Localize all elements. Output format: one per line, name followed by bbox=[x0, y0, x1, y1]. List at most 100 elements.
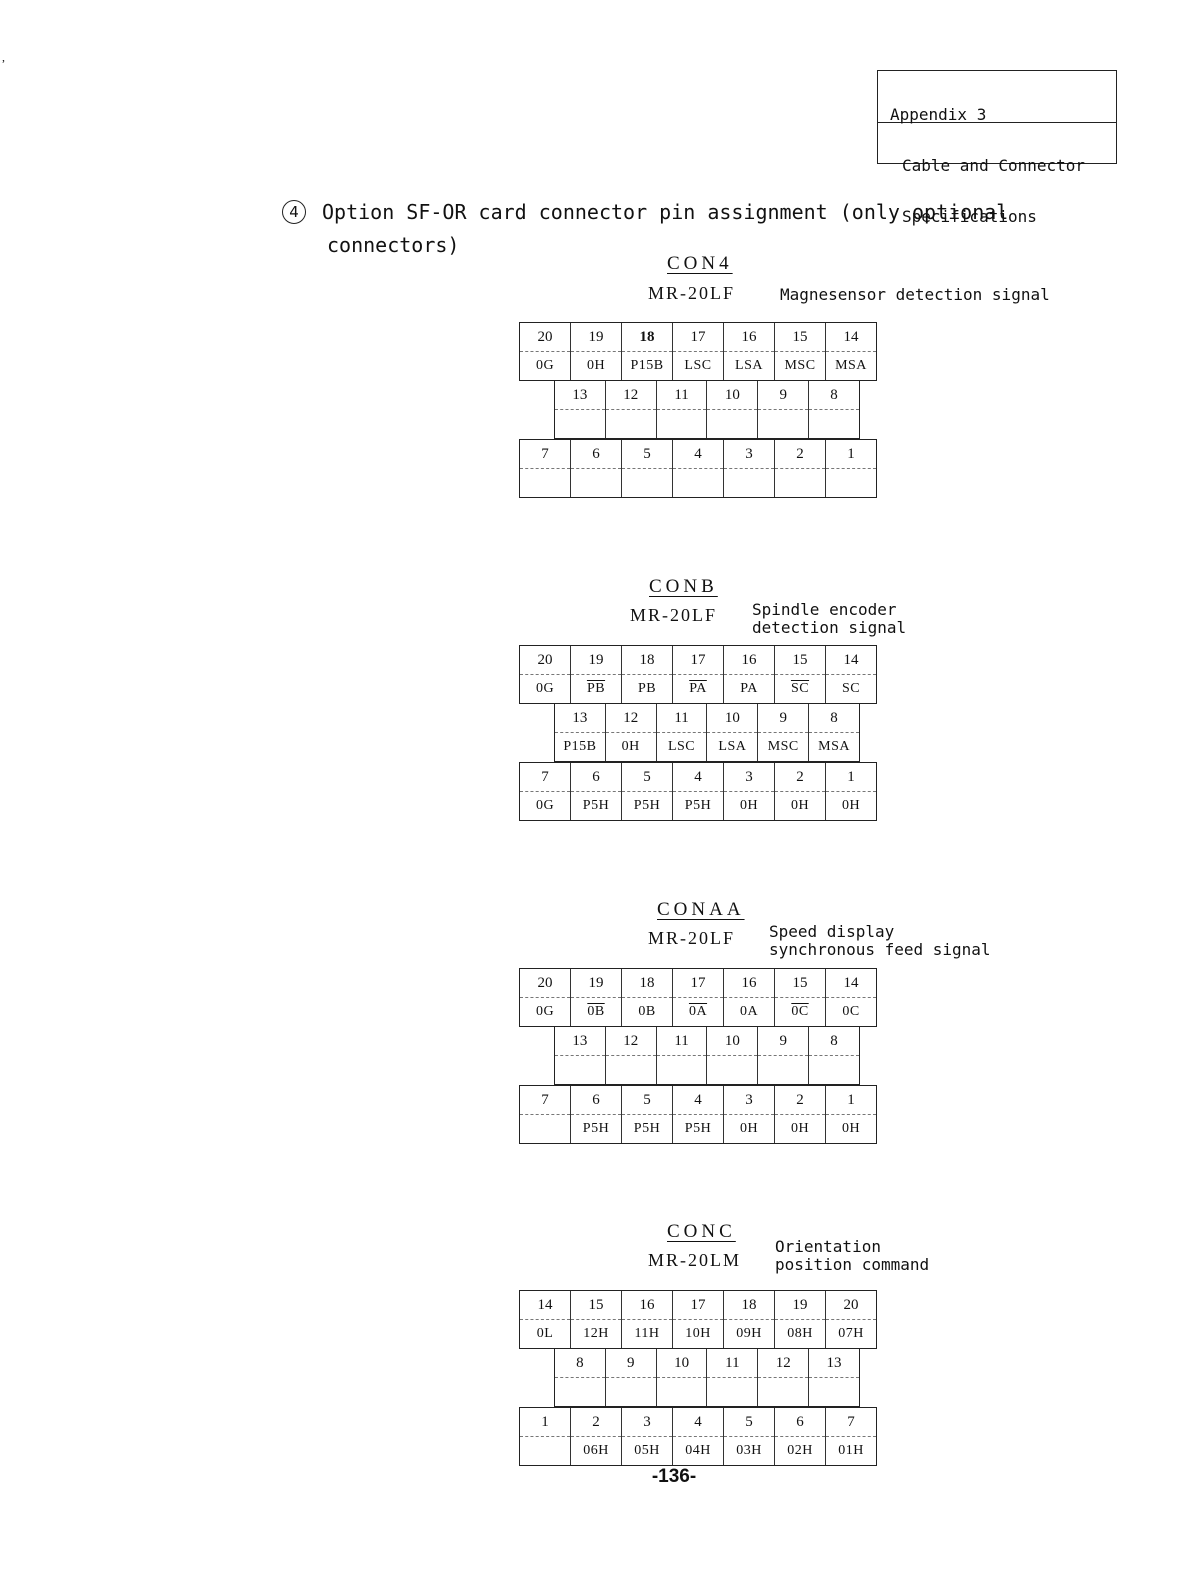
pin-number: 4 bbox=[673, 763, 723, 792]
appendix-subtitle-2: Specifications bbox=[902, 207, 1037, 226]
pin-signal: PA bbox=[740, 681, 758, 696]
pin-cell: 1 bbox=[826, 440, 876, 497]
pin-number: 16 bbox=[724, 323, 774, 352]
section-number: 4 bbox=[282, 200, 306, 224]
pin-signal: 0H bbox=[790, 1121, 810, 1136]
connector-type: MR-20LM bbox=[648, 1250, 742, 1270]
pin-number: 1 bbox=[826, 440, 876, 469]
pin-number: 18 bbox=[724, 1291, 774, 1320]
pin-cell: 11 bbox=[707, 1349, 759, 1406]
pin-signal: 0G bbox=[535, 358, 555, 373]
pin-cell: 2 bbox=[775, 440, 826, 497]
pin-signal bbox=[622, 469, 672, 497]
pin-number: 19 bbox=[571, 969, 621, 998]
pin-number: 15 bbox=[775, 323, 825, 352]
pin-number: 14 bbox=[826, 323, 876, 352]
pin-signal: 0H bbox=[586, 358, 606, 373]
connector-description: Speed display synchronous feed signal bbox=[769, 922, 991, 959]
connector-name: CONC bbox=[667, 1221, 736, 1242]
pin-signal: SC bbox=[841, 681, 861, 696]
pin-number: 11 bbox=[707, 1349, 758, 1378]
pin-signal bbox=[775, 469, 825, 497]
pin-signal bbox=[707, 1378, 757, 1406]
pin-number: 11 bbox=[656, 381, 707, 410]
pin-cell: 9 bbox=[758, 1027, 810, 1084]
pin-signal: LSA bbox=[718, 739, 747, 754]
appendix-header-text: Appendix 3 Cable and Connector Specifica… bbox=[878, 71, 1116, 225]
pin-signal: 04H bbox=[685, 1443, 711, 1458]
pin-cell: 9 bbox=[605, 1349, 657, 1406]
pin-number: 20 bbox=[520, 323, 570, 352]
pin-signal: LSC bbox=[684, 358, 712, 373]
pin-cell: 10 bbox=[707, 1027, 759, 1084]
pin-cell: 7 bbox=[520, 440, 571, 497]
pin-signal: 10H bbox=[685, 1326, 711, 1341]
pin-number: 5 bbox=[622, 440, 672, 469]
connector-name: CON4 bbox=[667, 253, 733, 274]
pin-signal: 0H bbox=[621, 739, 640, 754]
pin-signal bbox=[657, 1056, 707, 1084]
pin-number: 17 bbox=[673, 1291, 723, 1320]
pin-number: 6 bbox=[571, 440, 621, 469]
pin-signal: PB bbox=[637, 681, 657, 696]
pin-number: 2 bbox=[775, 763, 825, 792]
pin-number: 15 bbox=[775, 646, 825, 675]
pin-signal: LSC bbox=[667, 739, 696, 754]
pin-signal: MSC bbox=[767, 739, 799, 754]
pin-number: 5 bbox=[622, 1086, 672, 1115]
pin-number: 9 bbox=[605, 1349, 656, 1378]
pin-signal bbox=[571, 469, 621, 497]
pin-signal bbox=[657, 1378, 707, 1406]
pin-signal bbox=[826, 469, 876, 497]
pin-cell: 12 bbox=[605, 381, 657, 438]
pin-signal: PB bbox=[586, 681, 606, 696]
pin-cell: 13 bbox=[809, 1349, 859, 1406]
pin-number: 8 bbox=[809, 704, 859, 733]
pin-number: 14 bbox=[826, 969, 876, 998]
pin-signal: 0G bbox=[535, 681, 555, 696]
pin-signal bbox=[724, 469, 774, 497]
pin-number: 13 bbox=[555, 704, 605, 733]
pin-cell: 12 bbox=[758, 1349, 810, 1406]
pin-signal: 08H bbox=[787, 1326, 813, 1341]
section-title-line2: connectors) bbox=[327, 233, 460, 257]
pin-signal: 0H bbox=[841, 1121, 861, 1136]
pin-number: 17 bbox=[673, 323, 723, 352]
pin-cell: 10 bbox=[656, 1349, 708, 1406]
pin-signal bbox=[758, 410, 808, 438]
pin-number: 17 bbox=[673, 646, 723, 675]
pin-number: 4 bbox=[673, 1408, 723, 1437]
pin-signal: 0C bbox=[791, 1004, 809, 1019]
pin-cell: 13 bbox=[555, 1027, 606, 1084]
pin-number: 4 bbox=[673, 1086, 723, 1115]
connector-description: Spindle encoder detection signal bbox=[752, 600, 907, 637]
pin-signal: MSC bbox=[784, 358, 816, 373]
pin-number: 15 bbox=[571, 1291, 621, 1320]
